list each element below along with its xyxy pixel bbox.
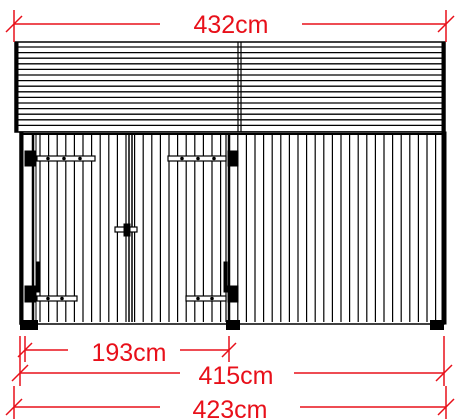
- roof-width-label: 432cm: [193, 11, 268, 39]
- dimension-door-width: [17, 336, 237, 362]
- right-door-hinge-bottom: [185, 261, 239, 303]
- right-door-hinge-top: [167, 150, 239, 167]
- roof: [14, 41, 446, 133]
- door-handle: [114, 223, 138, 237]
- base-width-label: 423cm: [192, 396, 267, 419]
- left-door-hinge-top: [24, 150, 96, 167]
- shed-feet: [20, 320, 444, 330]
- dimension-wall-width: [11, 336, 453, 386]
- dimension-roof-width: [5, 10, 455, 42]
- left-door-hinge-bottom: [24, 261, 78, 303]
- door-width-label: 193cm: [91, 339, 166, 367]
- dimension-base-width: [5, 386, 455, 419]
- wall-boards: [39, 134, 437, 322]
- wall-width-label: 415cm: [198, 362, 273, 390]
- roof-planks: [15, 46, 445, 127]
